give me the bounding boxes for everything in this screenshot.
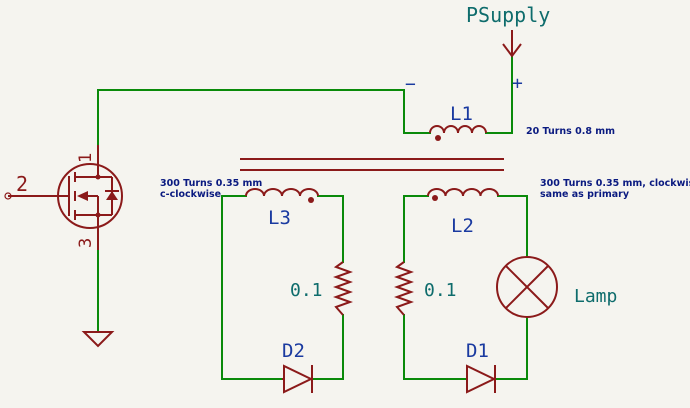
diode-d2: D2 xyxy=(282,340,314,394)
wire-l1-to-psupply xyxy=(485,54,513,134)
psupply-plus-sign: + xyxy=(512,73,523,94)
psupply-minus-sign: − xyxy=(405,74,416,95)
d1-ref-label: D1 xyxy=(466,340,489,362)
d2-ref-label: D2 xyxy=(282,340,305,362)
inductor-l1: L1 20 Turns 0.8 mm xyxy=(429,103,615,141)
resistor-left-value: 0.1 xyxy=(290,280,323,301)
inductor-l2: L2 300 Turns 0.35 mm, clockwise same as … xyxy=(427,178,690,237)
l3-ref-label: L3 xyxy=(268,207,291,229)
l1-ref-label: L1 xyxy=(450,103,473,125)
lamp-label: Lamp xyxy=(574,286,617,307)
lamp-circle xyxy=(496,256,558,318)
ground-symbol xyxy=(81,331,115,348)
l2-note-line2: same as primary xyxy=(540,189,630,200)
wire-l3-right xyxy=(317,195,344,263)
transformer-core xyxy=(240,158,504,171)
l3-note-line2: c-clockwise xyxy=(160,189,221,200)
resistor-right: 0.1 xyxy=(394,261,457,316)
lamp-symbol: Lamp xyxy=(496,256,617,318)
mosfet-pin-source-number: 3 xyxy=(76,238,96,248)
wire-l2-right xyxy=(497,195,528,258)
wires xyxy=(97,54,528,380)
psupply-symbol: PSupply − + xyxy=(405,3,550,95)
mosfet-pin-gate-number: 2 xyxy=(16,172,28,196)
l1-note: 20 Turns 0.8 mm xyxy=(526,126,615,137)
mosfet-gate-pin xyxy=(4,192,12,200)
wire-r-right-bottom xyxy=(403,314,466,380)
resistor-right-value: 0.1 xyxy=(424,280,457,301)
wire-l2-left xyxy=(403,195,429,263)
resistor-left: 0.1 xyxy=(290,261,353,316)
l2-ref-label: L2 xyxy=(451,215,474,237)
wire-drain-to-l1 xyxy=(97,89,431,146)
wire-lamp-to-d1 xyxy=(496,317,528,380)
inductor-l3: L3 300 Turns 0.35 mm c-clockwise xyxy=(160,178,319,229)
psupply-label: PSupply xyxy=(466,3,550,27)
wire-l3-left xyxy=(221,195,283,380)
mosfet-q1: 1 2 3 xyxy=(4,145,123,250)
wire-r-left-bottom xyxy=(313,314,344,380)
diode-d1: D1 xyxy=(466,340,497,394)
l3-note-line1: 300 Turns 0.35 mm xyxy=(160,178,262,189)
l2-note-line1: 300 Turns 0.35 mm, clockwise xyxy=(540,178,690,189)
mosfet-pin-drain-number: 1 xyxy=(76,153,96,163)
